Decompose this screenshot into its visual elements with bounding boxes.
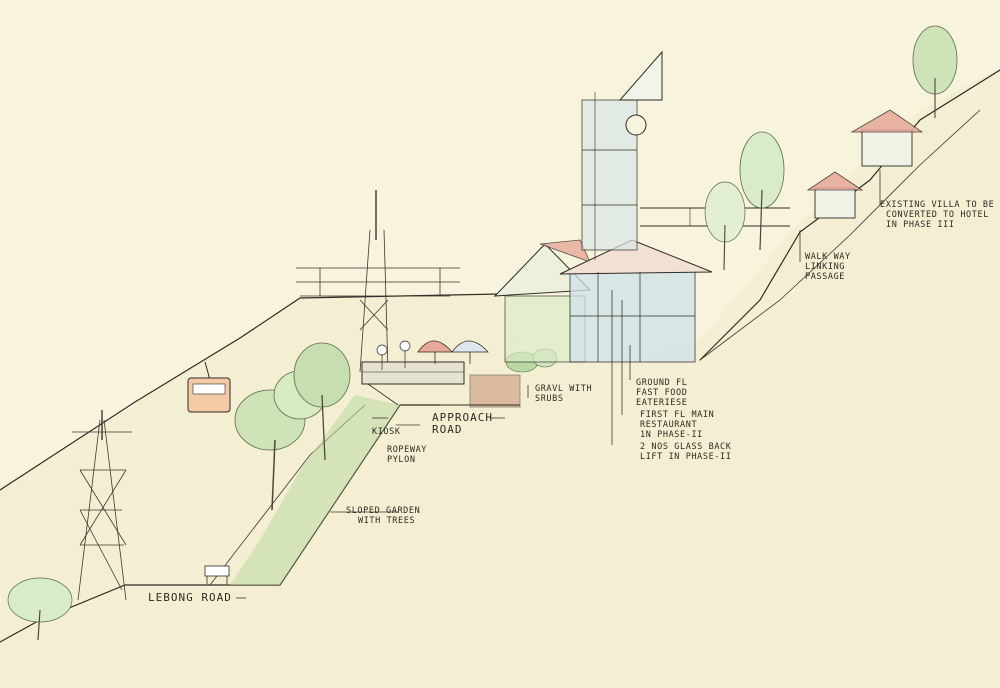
label-sloped-garden-1: SLOPED GARDEN	[346, 506, 421, 516]
tree-icon	[7, 577, 73, 641]
upper-slope-inner-line	[699, 109, 981, 361]
bench-icon	[204, 565, 230, 584]
kiosk-platform	[361, 361, 465, 406]
label-sloped-garden-2: WITH TREES	[358, 516, 416, 526]
tree-icon	[293, 342, 351, 461]
label-walkway-1: WALK WAY	[805, 252, 851, 262]
villa-lower	[806, 171, 864, 219]
label-first-floor-1: FIRST FL MAIN	[640, 410, 715, 420]
umbrella-icon	[451, 340, 489, 364]
label-first-floor-2: RESTAURANT	[640, 420, 698, 430]
label-villa-3: IN PHASE III	[886, 220, 955, 230]
label-gravel-2: SRUBS	[535, 394, 564, 404]
label-approach-road-1: APPROACH	[432, 411, 493, 424]
label-walkway-3: PASSAGE	[805, 272, 846, 282]
label-kiosk: KIOSK	[372, 427, 401, 437]
ropeway-pylon-upper	[296, 190, 460, 373]
leader-lines	[236, 170, 881, 599]
label-walkway-2: LINKING	[805, 262, 846, 272]
label-approach-road-2: ROAD	[432, 423, 463, 436]
label-ground-floor-1: GROUND FL	[636, 378, 688, 388]
tree-icon	[912, 25, 958, 118]
cable-car-icon	[187, 361, 231, 413]
tree-icon	[739, 131, 785, 251]
label-ground-floor-2: FAST FOOD	[636, 388, 688, 398]
hill-slope-line	[0, 293, 501, 491]
villa-upper	[850, 109, 924, 167]
label-lebong-road: LEBONG ROAD	[148, 591, 232, 604]
tree-icon	[704, 181, 746, 271]
label-first-floor-3: 1N PHASE-II	[640, 430, 703, 440]
lebong-road-line	[0, 584, 281, 643]
label-ropeway-pylon-1: ROPEWAY	[387, 445, 428, 455]
sloped-garden-wash	[230, 395, 400, 585]
approach-wall	[440, 374, 521, 408]
label-villa-2: CONVERTED TO HOTEL	[886, 210, 989, 220]
label-glass-lift-1: 2 NOS GLASS BACK	[640, 442, 732, 452]
label-glass-lift-2: LIFT IN PHASE-II	[640, 452, 732, 462]
label-gravel-1: GRAVL WITH	[535, 384, 593, 394]
label-villa-1: EXISTING VILLA TO BE	[880, 200, 995, 210]
ropeway-pylon-lower	[72, 410, 132, 601]
label-ground-floor-3: EATERIESE	[636, 398, 688, 408]
restaurant-building	[493, 239, 713, 363]
label-ropeway-pylon-2: PYLON	[387, 455, 416, 465]
lamp-icon	[376, 340, 411, 370]
lift-tower	[581, 50, 663, 260]
